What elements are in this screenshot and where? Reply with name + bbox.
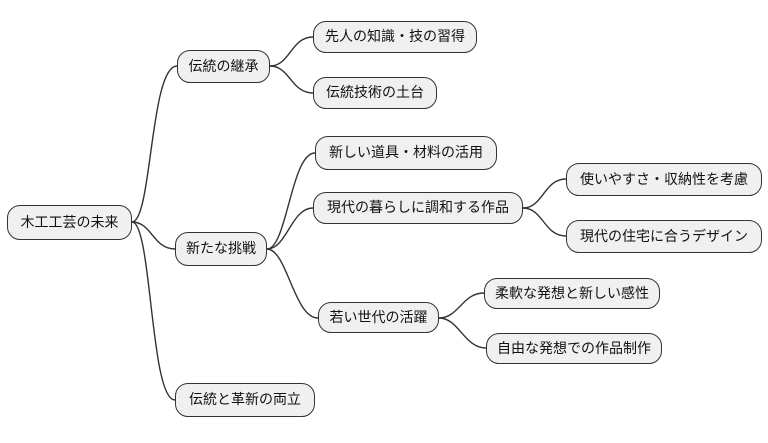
edge-challenge-young (266, 248, 319, 319)
node-modern-house-design: 現代の住宅に合うデザイン (566, 220, 762, 253)
node-modern-living-harmony: 現代の暮らしに調和する作品 (313, 192, 523, 224)
node-usability-storage: 使いやすさ・収納性を考慮 (566, 163, 762, 196)
edge-young-flexible (438, 292, 485, 319)
node-traditional-technique-foundation: 伝統技術の土台 (313, 77, 437, 109)
edge-harmony-usability (522, 178, 567, 209)
edge-tradition-knowledge (269, 36, 314, 67)
edge-challenge-tools (266, 152, 316, 250)
edge-challenge-harmony (266, 207, 314, 250)
node-tradition-inheritance: 伝統の継承 (177, 50, 270, 83)
node-young-generation: 若い世代の活躍 (318, 302, 439, 333)
node-free-creation: 自由な発想での作品制作 (486, 333, 662, 364)
node-predecessors-knowledge: 先人の知識・技の習得 (313, 21, 477, 53)
edge-tradition-foundation (269, 65, 314, 94)
edge-root-tradition (131, 65, 178, 223)
edge-root-balance (131, 221, 176, 401)
node-flexible-ideas: 柔軟な発想と新しい感性 (484, 278, 660, 309)
node-new-challenges: 新たな挑戦 (175, 232, 267, 266)
edge-young-free (438, 317, 487, 349)
node-new-tools-materials: 新しい道具・材料の活用 (315, 136, 497, 170)
edge-root-challenge (131, 221, 176, 250)
edge-harmony-design (522, 207, 567, 237)
node-tradition-innovation-balance: 伝統と革新の両立 (175, 383, 315, 417)
node-future-of-woodcraft: 木工工芸の未来 (7, 205, 132, 240)
